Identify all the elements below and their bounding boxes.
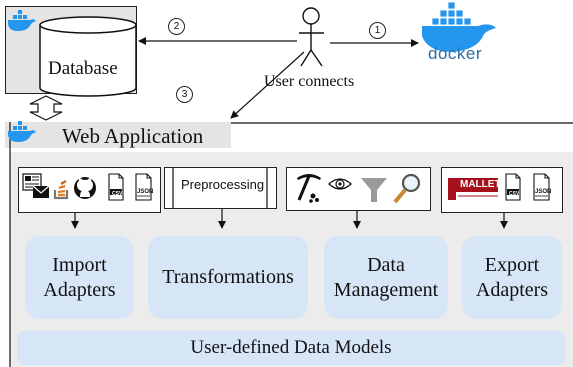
- github-icon: [74, 177, 96, 199]
- mallet-logo-icon: [448, 178, 498, 200]
- csv-badge: CSV: [112, 191, 123, 197]
- docker-small-icon-database: [8, 10, 36, 31]
- database-webapp-double-arrow: [29, 95, 63, 121]
- docker-label: docker: [428, 44, 483, 63]
- docker-whale-icon: [422, 1, 496, 52]
- preprocessing-label: Preprocessing: [181, 177, 265, 192]
- export-adapters-component: Export Adapters: [462, 236, 562, 319]
- filter-funnel-icon: [361, 178, 387, 202]
- transformations-component: Transformations: [148, 236, 308, 319]
- mailing-list-icon: [22, 173, 50, 198]
- eye-icon: [328, 178, 352, 190]
- docker-small-icon-webapp: [8, 121, 36, 142]
- pickaxe-icon: [297, 174, 321, 203]
- database-label: Database: [48, 58, 118, 79]
- arrow-to-web-application: [230, 51, 305, 119]
- data-management-component: Data Management: [324, 236, 448, 319]
- mallet-label: MALLET: [460, 179, 501, 190]
- database-cylinder-icon: [39, 16, 137, 97]
- user-stick-figure-icon: [299, 7, 324, 67]
- json-file-icon-export: [533, 173, 550, 201]
- user-label: User connects: [264, 73, 355, 90]
- import-sources-box: CSV JSON: [18, 167, 161, 213]
- magnifying-glass-icon: [393, 173, 421, 204]
- web-application-title: Web Application: [62, 124, 204, 148]
- json-badge-export: JSON: [535, 189, 552, 195]
- data-management-tools-box: [286, 167, 431, 211]
- user-defined-data-models: User-defined Data Models: [17, 331, 565, 365]
- preprocessing-box: [164, 167, 277, 209]
- export-targets-box: MALLET CSV JSON: [441, 167, 563, 213]
- csv-file-icon: [108, 173, 124, 201]
- web-application-header: [5, 122, 231, 148]
- step-1-marker: 1: [369, 22, 386, 39]
- csv-file-icon-export: [505, 173, 521, 201]
- json-file-icon: [135, 173, 152, 201]
- csv-badge-export: CSV: [509, 191, 520, 197]
- step-3-marker: 3: [176, 86, 193, 103]
- step-2-marker: 2: [168, 18, 185, 35]
- json-badge: JSON: [137, 189, 154, 195]
- stack-overflow-icon: [53, 180, 69, 200]
- import-adapters-component: Import Adapters: [25, 236, 134, 319]
